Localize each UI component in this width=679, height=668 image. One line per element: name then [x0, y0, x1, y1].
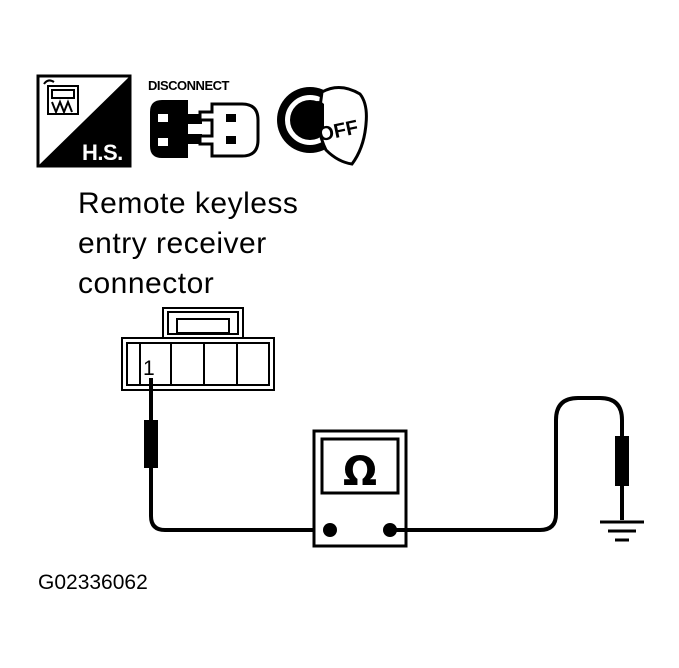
disconnect-connector-icon: DISCONNECT: [148, 78, 260, 158]
ground-symbol-icon: [600, 520, 644, 542]
connector-label-line-1: Remote keyless: [78, 187, 299, 220]
connector-label-line-3: connector: [78, 267, 215, 300]
connector-label: Remote keyless entry receiver connector: [78, 184, 298, 304]
ohmmeter-icon: Ω: [312, 429, 408, 548]
hand-tool-hs-icon: H.S.: [36, 74, 132, 168]
left-test-lead: [144, 378, 330, 532]
terminal-number: 1: [143, 357, 155, 380]
ohm-symbol: Ω: [343, 449, 377, 495]
ignition-key-off-icon: OFF: [277, 86, 368, 166]
right-test-lead: [390, 396, 629, 532]
connector-label-line-2: entry receiver: [78, 227, 267, 260]
disconnect-label: DISCONNECT: [148, 78, 230, 93]
receiver-connector: [121, 307, 275, 391]
figure-code: G02336062: [38, 571, 148, 594]
hs-label: H.S.: [82, 140, 123, 165]
